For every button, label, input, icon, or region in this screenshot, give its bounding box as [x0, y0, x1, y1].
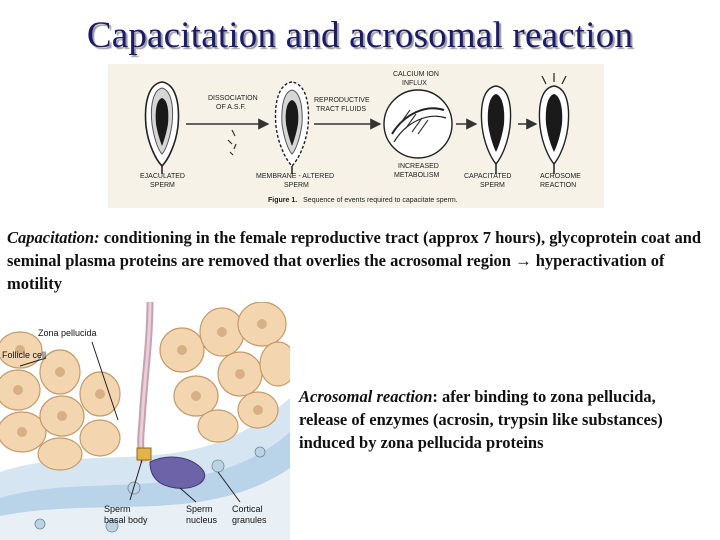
figure1-caption-text: Sequence of events required to capacitat… [303, 197, 458, 204]
figure1-caption-bold: Figure 1. [268, 197, 297, 204]
acrosome-reaction-sperm-icon [538, 73, 570, 174]
slide-title: Capacitation and acrosomal reaction [86, 15, 634, 56]
calcium-influx-detail-icon [383, 89, 453, 159]
capacitation-description: Capacitation: conditioning in the female… [7, 226, 713, 295]
label-cortical-line2: granules [232, 515, 267, 525]
sperm-basal-body-icon [136, 447, 152, 461]
label-reproductive-line2: TRACT FLUIDS [316, 106, 366, 113]
label-capacitated-line2: SPERM [480, 182, 505, 189]
label-nucleus-line1: Sperm [186, 504, 213, 514]
label-follicle-cell: Follicle cell [2, 350, 46, 360]
label-acrosome-line1: ACROSOME [540, 173, 581, 180]
label-calcium-line1: CALCIUM ION [393, 71, 439, 78]
acrosomal-reaction-figure: Zona pellucida Follicle cell Sperm basal… [0, 302, 290, 540]
label-membrane-line2: SPERM [284, 182, 309, 189]
membrane-altered-sperm-icon [274, 81, 310, 174]
figure1-caption: Figure 1. Sequence of events required to… [268, 197, 458, 204]
label-basal-line2: basal body [104, 515, 148, 525]
acrosomal-term: Acrosomal reaction [299, 387, 433, 406]
label-capacitated-line1: CAPACITATED [464, 173, 511, 180]
label-dissociation-line2: OF A.S.F. [216, 104, 246, 111]
label-nucleus-line2: nucleus [186, 515, 218, 525]
label-zona-pellucida: Zona pellucida [38, 328, 97, 338]
label-ejaculated-line1: EJACULATED [140, 173, 185, 180]
ejaculated-sperm-icon [144, 81, 180, 174]
label-dissociation-line1: DISSOCIATION [208, 95, 258, 102]
capacitation-text: conditioning in the female reproductive … [7, 228, 702, 293]
label-basal-line1: Sperm [104, 504, 131, 514]
label-metabolism-line1: INCREASED [398, 163, 439, 170]
acrosomal-text: : afer binding to zona pellucida, releas… [299, 387, 663, 452]
capacitated-sperm-icon [480, 85, 512, 174]
label-calcium-line2: INFLUX [402, 80, 427, 87]
capacitation-sequence-figure: DISSOCIATION OF A.S.F. REPRODUCTIVE TRAC… [108, 64, 604, 208]
label-metabolism-line2: METABOLISM [394, 172, 440, 179]
sperm-nucleus-icon [149, 456, 206, 489]
capacitation-term: Capacitation: [7, 228, 100, 247]
label-membrane-line1: MEMBRANE - ALTERED [256, 173, 334, 180]
label-cortical-line1: Cortical [232, 504, 263, 514]
label-acrosome-line2: REACTION [540, 182, 576, 189]
label-reproductive-line1: REPRODUCTIVE [314, 97, 370, 104]
acrosomal-reaction-description: Acrosomal reaction: afer binding to zona… [299, 385, 689, 454]
label-ejaculated-line2: SPERM [150, 182, 175, 189]
